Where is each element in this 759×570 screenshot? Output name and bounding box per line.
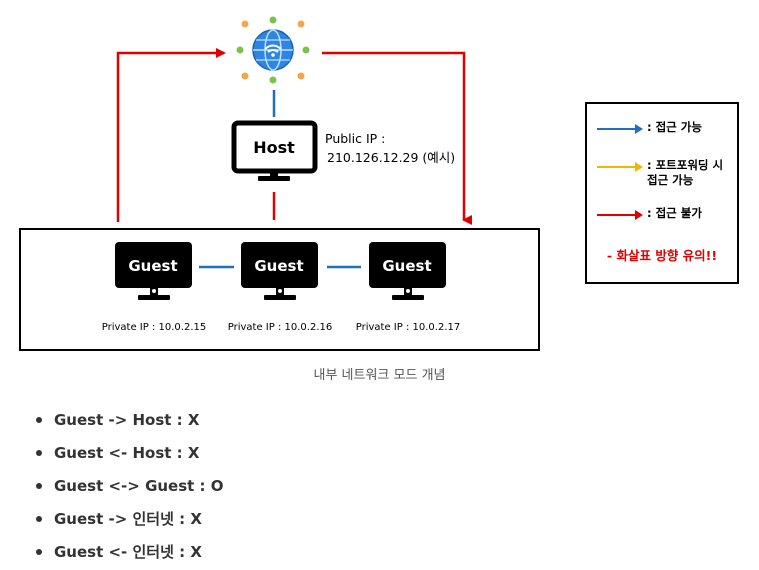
list-item: Guest <-> Guest : O (30, 470, 224, 503)
legend-port-forwarding-text: : 포트포워딩 시 접근 가능 (647, 158, 724, 187)
list-item: Guest <- 인터넷 : X (30, 536, 224, 569)
blue-arrow-icon (597, 124, 643, 134)
legend-box: : 접근 가능 : 포트포워딩 시 접근 가능 : 접근 불가 - 화살표 방향… (585, 102, 739, 284)
host-label: Host (253, 138, 295, 157)
public-ip-label: Public IP : (325, 131, 385, 146)
guest-label: Guest (254, 257, 303, 275)
host-monitor-icon: Host (231, 120, 318, 181)
red-arrow-icon (597, 210, 643, 220)
guest-label: Guest (128, 257, 177, 275)
guest-private-ip: Private IP : 10.0.2.15 (102, 322, 206, 333)
red-arrow-guest-to-internet (116, 48, 226, 222)
guest-monitor-2: Guest Private IP : 10.0.2.16 (228, 242, 332, 333)
list-item: Guest -> Host : X (30, 404, 224, 437)
list-item: Guest <- Host : X (30, 437, 224, 470)
public-ip-value: 210.126.12.29 (예시) (327, 150, 455, 165)
guest-monitor-3: Guest Private IP : 10.0.2.17 (356, 242, 460, 333)
legend-accessible-text: : 접근 가능 (647, 120, 702, 134)
network-diagram: Host Public IP : 210.126.12.29 (예시) Gues… (19, 16, 540, 351)
legend-not-accessible-text: : 접근 불가 (647, 206, 702, 220)
legend-arrow-note: - 화살표 방향 유의!! (606, 248, 718, 263)
red-arrow-internet-to-network (322, 51, 472, 225)
access-rules-list: Guest -> Host : X Guest <- Host : X Gues… (30, 404, 224, 569)
guest-monitor-1: Guest Private IP : 10.0.2.15 (102, 242, 206, 333)
globe-wifi-icon (236, 16, 310, 84)
list-item: Guest -> 인터넷 : X (30, 503, 224, 536)
diagram-caption: 내부 네트워크 모드 개념 (313, 368, 446, 383)
guest-label: Guest (382, 257, 431, 275)
guest-private-ip: Private IP : 10.0.2.17 (356, 322, 460, 333)
guest-private-ip: Private IP : 10.0.2.16 (228, 322, 332, 333)
yellow-arrow-icon (597, 162, 643, 172)
